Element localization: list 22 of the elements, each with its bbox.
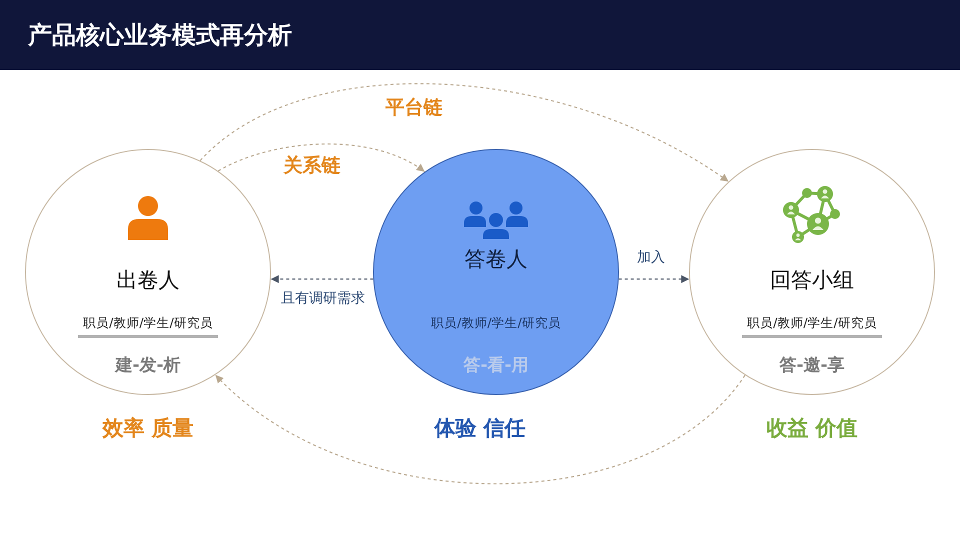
curved-arrow (215, 374, 746, 484)
role-list: 职员/教师/学生/研究员 (747, 315, 877, 331)
dashed-arrow (270, 275, 374, 284)
action-steps: 答-邀-享 (779, 355, 845, 377)
role-list: 职员/教师/学生/研究员 (83, 315, 213, 331)
role-name: 回答小组 (770, 266, 854, 294)
edge-label: 加入 (635, 250, 667, 266)
edge-label: 平台链 (384, 96, 444, 120)
action-steps: 建-发-析 (115, 355, 181, 377)
page-title: 产品核心业务模式再分析 (28, 20, 292, 50)
dashed-arrow (618, 275, 690, 284)
role-name: 答卷人 (464, 246, 528, 272)
curved-arrow (218, 144, 425, 172)
edge-label: 关系链 (282, 154, 342, 178)
action-steps: 答-看-用 (463, 355, 529, 377)
role-list: 职员/教师/学生/研究员 (431, 315, 561, 331)
curved-arrow (200, 83, 729, 182)
value-caption: 收益 价值 (766, 415, 858, 441)
value-caption: 效率 质量 (102, 415, 194, 441)
edge-label: 且有调研需求 (279, 290, 367, 308)
role-name: 出卷人 (116, 266, 180, 294)
value-caption: 体验 信任 (434, 415, 526, 441)
